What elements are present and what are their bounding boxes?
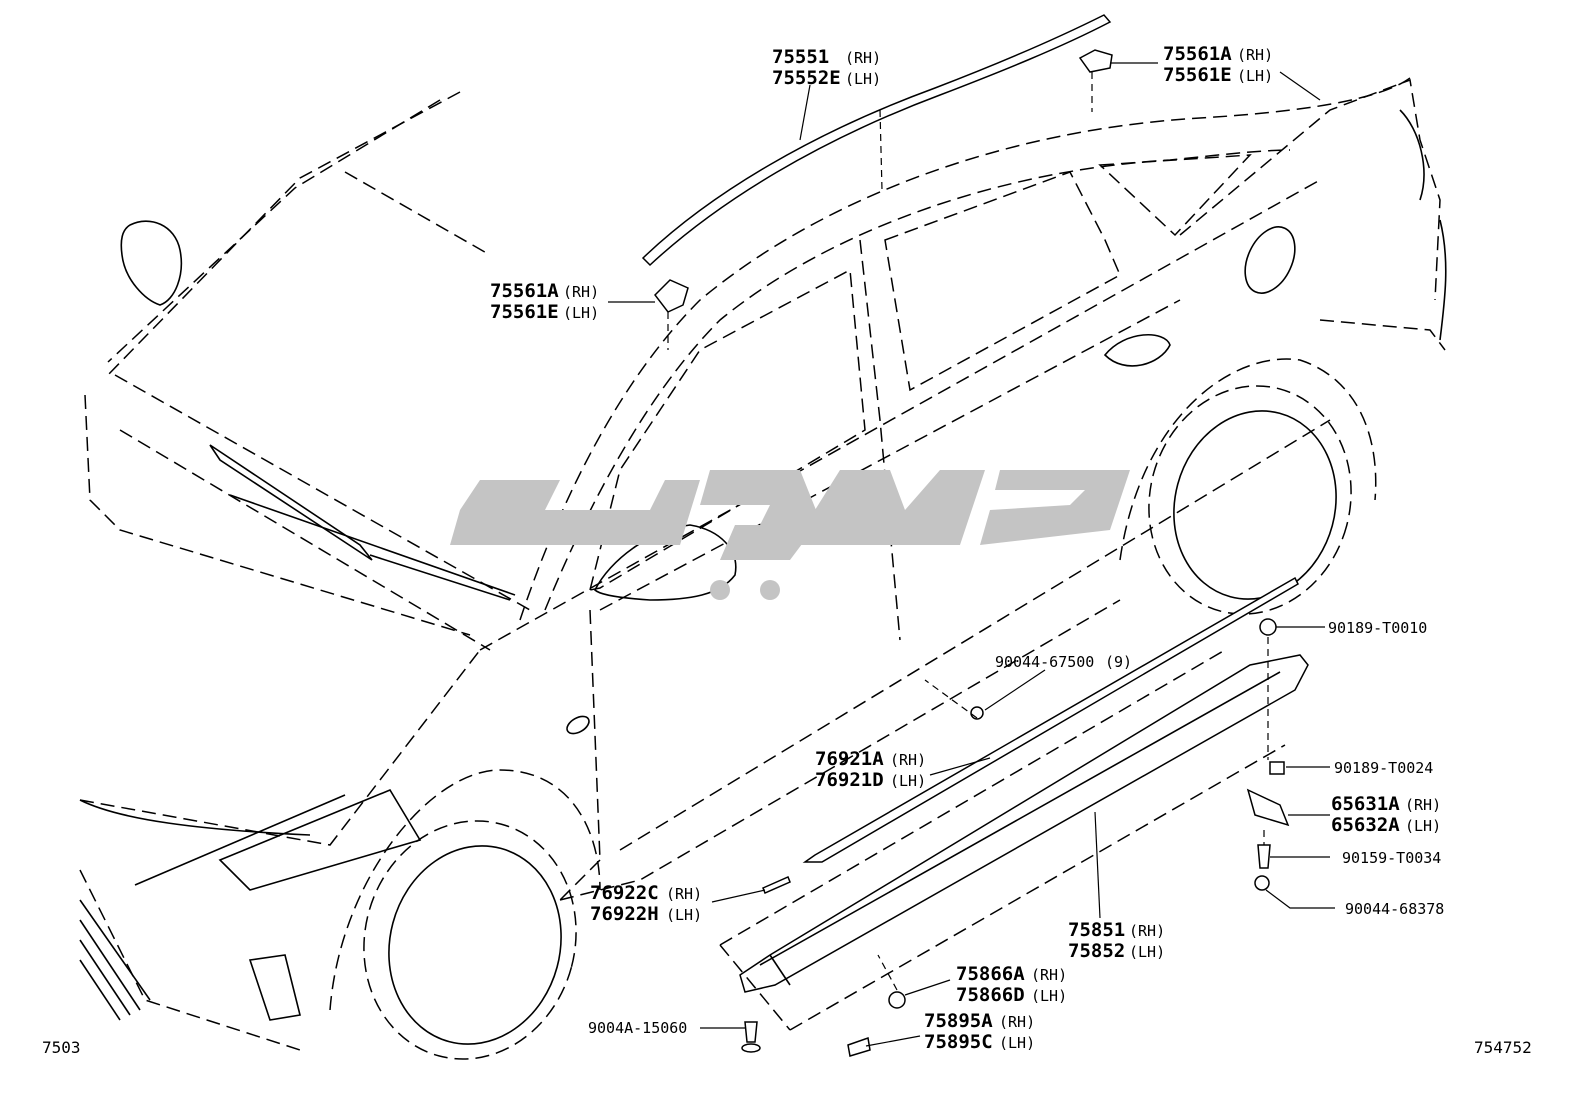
parts <box>641 14 1309 1057</box>
callout-molding-end-76922: 76922C (RH) 76922H (LH) <box>590 882 702 925</box>
callout-bracket-65631: 65631A (RH) 65632A (LH) <box>1331 793 1441 836</box>
screw-90159-t0034-part <box>1257 844 1271 869</box>
callout-code: 90189-T0024 <box>1334 759 1433 777</box>
clip-90044-67500-part <box>970 706 984 720</box>
callout-code: 75561A <box>490 280 559 302</box>
callout-side: (LH) <box>845 70 881 88</box>
callout-side: (LH) <box>1129 943 1165 961</box>
callout-code: 75561A <box>1163 43 1232 65</box>
callout-code: 65632A <box>1331 814 1400 836</box>
callout-rocker-panel-75851: 75851 (RH) 75852 (LH) <box>1068 919 1165 962</box>
callout-code: 75561E <box>1163 64 1232 86</box>
callout-side: (RH) <box>1237 46 1273 64</box>
callout-screw-90159-t0034: 90159-T0034 <box>1342 849 1441 867</box>
callout-clip-90189-t0024: 90189-T0024 <box>1334 759 1433 777</box>
callout-code: 75866A <box>956 963 1025 985</box>
callout-code: 75866D <box>956 984 1025 1006</box>
callout-code: 90044-68378 <box>1345 900 1444 918</box>
callout-side: (9) <box>1105 653 1132 671</box>
callout-code: 90159-T0034 <box>1342 849 1441 867</box>
callout-side: (LH) <box>1405 817 1441 835</box>
molding-end-part <box>762 876 791 894</box>
callout-side: (RH) <box>999 1013 1035 1031</box>
callout-clip-90044-68378: 90044-68378 <box>1345 900 1444 918</box>
callout-code: 75561E <box>490 301 559 323</box>
callout-side: (LH) <box>563 304 599 322</box>
callout-code: 65631A <box>1331 793 1400 815</box>
callout-rocker-molding-upper: 76921A (RH) 76921D (LH) <box>815 748 926 791</box>
car-outline <box>79 77 1447 1060</box>
clip-90189-t0010-part <box>1259 618 1277 636</box>
callout-clip-90189-t0010: 90189-T0010 <box>1328 619 1427 637</box>
diagram-id-left: 7503 <box>42 1038 81 1057</box>
clip-75866-part <box>888 991 906 1009</box>
callout-code: 76921D <box>815 769 884 791</box>
bracket-65631-part <box>1246 788 1290 827</box>
callout-side: (RH) <box>1031 966 1067 984</box>
callout-code: 75852 <box>1068 940 1125 962</box>
callout-code: 76921A <box>815 748 884 770</box>
callout-side: (RH) <box>845 49 881 67</box>
callout-labels: 75551 (RH) 75552E (LH) 75561A (RH) 75561… <box>490 43 1444 1053</box>
callout-side: (RH) <box>666 885 702 903</box>
callout-code: 75895A <box>924 1010 993 1032</box>
callout-code: 90044-67500 <box>995 653 1094 671</box>
callout-code: 75851 <box>1068 919 1125 941</box>
callout-roof-clip-rear: 75561A (RH) 75561E (LH) <box>1163 43 1273 86</box>
callout-side: (LH) <box>890 772 926 790</box>
roof-clip-front-part <box>654 279 689 313</box>
callout-side: (LH) <box>999 1034 1035 1052</box>
callout-side: (RH) <box>563 283 599 301</box>
callout-screw-9004a-15060: 9004A-15060 <box>588 1019 687 1037</box>
callout-roof-molding: 75551 (RH) 75552E (LH) <box>772 46 881 89</box>
roof-clip-rear-part <box>1078 49 1113 73</box>
diagram-id-right: 754752 <box>1474 1038 1532 1057</box>
callout-code: 90189-T0010 <box>1328 619 1427 637</box>
callout-code: 75895C <box>924 1031 993 1053</box>
rocker-molding-strip <box>802 576 1299 863</box>
watermark-logo <box>450 470 1130 600</box>
callout-side: (LH) <box>666 906 702 924</box>
callout-side: (RH) <box>1129 922 1165 940</box>
clip-90189-t0024-part <box>1269 761 1285 775</box>
pad-75895-part <box>847 1036 871 1057</box>
leader-lines <box>608 62 1335 1047</box>
rocker-panel-part <box>739 654 1309 993</box>
callout-pad-75895: 75895A (RH) 75895C (LH) <box>924 1010 1035 1053</box>
callout-code: 76922C <box>590 882 659 904</box>
clip-90044-68378-part <box>1254 875 1270 891</box>
callout-side: (RH) <box>1405 796 1441 814</box>
callout-clip-90044-67500: 90044-67500 (9) <box>995 653 1132 671</box>
callout-clip-75866: 75866A (RH) 75866D (LH) <box>956 963 1067 1006</box>
callout-code: 9004A-15060 <box>588 1019 687 1037</box>
callout-code: 76922H <box>590 903 659 925</box>
roof-molding-part <box>641 14 1112 267</box>
callout-code: 75551 <box>772 46 829 68</box>
callout-roof-clip-front: 75561A (RH) 75561E (LH) <box>490 280 599 323</box>
callout-side: (LH) <box>1237 67 1273 85</box>
callout-side: (RH) <box>890 751 926 769</box>
callout-code: 75552E <box>772 67 841 89</box>
callout-side: (LH) <box>1031 987 1067 1005</box>
screw-9004a-15060-part <box>744 1021 758 1043</box>
